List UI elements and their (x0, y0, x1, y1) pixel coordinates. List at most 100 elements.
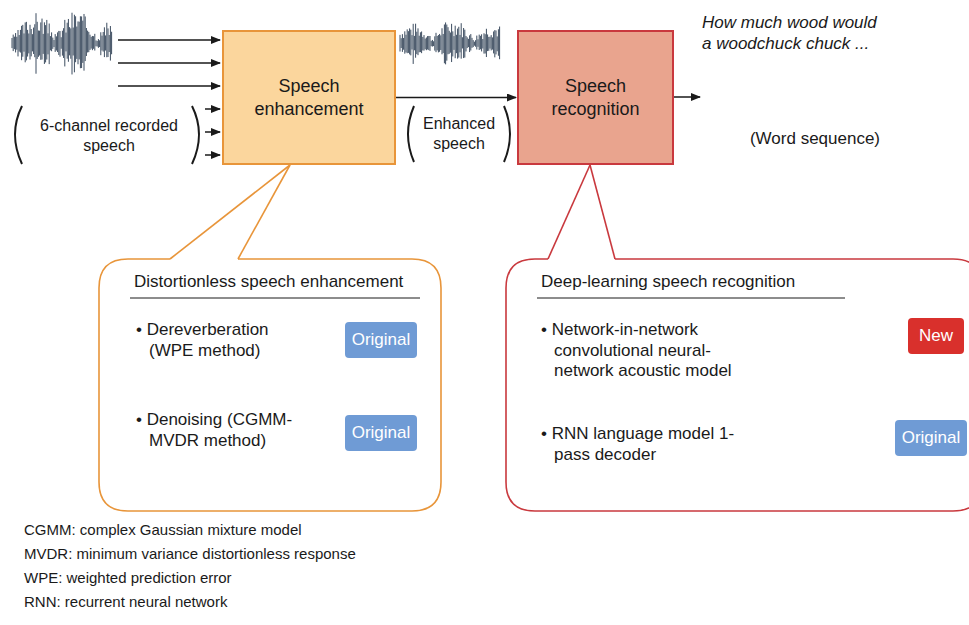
wave-stroke (20, 30, 21, 53)
wave-stroke (84, 14, 85, 71)
wave-stroke (438, 35, 439, 52)
callout-outline (98, 258, 442, 512)
wave-stroke (431, 41, 432, 46)
wave-stroke (43, 34, 44, 54)
wave-stroke (474, 42, 475, 46)
wave-stroke (51, 32, 52, 51)
wave-stroke (15, 33, 16, 52)
wave-stroke (461, 23, 462, 58)
wave-stroke (70, 28, 71, 58)
wave-stroke (496, 30, 497, 54)
bullet-item: • Network-in-network convolutional neura… (541, 320, 754, 382)
wave-stroke (48, 33, 49, 54)
wave-stroke (413, 24, 414, 64)
wave-stroke (87, 31, 88, 53)
wave-stroke (67, 23, 68, 59)
wave-stroke (62, 31, 63, 56)
wave-stroke (61, 37, 62, 49)
status-badge: New (908, 318, 964, 354)
abbreviation-note: RNN: recurrent neural network (24, 593, 584, 612)
wave-stroke (487, 34, 488, 51)
wave-stroke (16, 37, 17, 50)
wave-stroke (19, 35, 20, 52)
wave-stroke (96, 40, 97, 46)
badge-text: New (919, 326, 953, 346)
wave-stroke (449, 31, 450, 54)
wave-stroke (481, 34, 482, 51)
wave-stroke (54, 40, 55, 47)
status-badge: Original (895, 420, 967, 456)
wave-stroke (81, 16, 82, 68)
wave-stroke (103, 32, 104, 52)
wave-stroke (452, 31, 453, 56)
wave-stroke (467, 37, 468, 48)
wave-stroke (456, 35, 457, 53)
wave-stroke (407, 29, 408, 53)
wave-stroke (24, 33, 25, 51)
box-label: Speech enhancement (224, 75, 394, 120)
wave-stroke (488, 37, 489, 51)
wave-stroke (458, 27, 459, 58)
wave-stroke (42, 19, 43, 60)
wave-stroke (38, 30, 39, 56)
wave-stroke (409, 28, 410, 54)
wave-stroke (26, 22, 27, 60)
wave-stroke (469, 35, 470, 52)
wave-stroke (475, 40, 476, 47)
wave-stroke (44, 22, 45, 64)
wave-stroke (52, 38, 53, 49)
wave-stroke (55, 34, 56, 52)
wave-stroke (499, 27, 500, 60)
badge-text: Original (352, 330, 411, 350)
wave-stroke (450, 32, 451, 52)
wave-stroke (422, 37, 423, 51)
wave-stroke (433, 41, 434, 46)
wave-stroke (485, 34, 486, 53)
wave-stroke (491, 35, 492, 50)
wave-stroke (75, 16, 76, 62)
wave-stroke (22, 25, 23, 57)
wave-stroke (85, 16, 86, 61)
wave-stroke (436, 33, 437, 52)
wave-stroke (445, 22, 446, 64)
wave-stroke (427, 36, 428, 49)
wave-stroke (106, 23, 107, 58)
wave-stroke (97, 41, 98, 47)
wave-stroke (406, 35, 407, 53)
wave-stroke (400, 35, 401, 52)
wave-stroke (36, 13, 37, 74)
wave-stroke (486, 29, 487, 57)
wave-stroke (492, 37, 493, 49)
wave-stroke (39, 31, 40, 56)
panel-heading: Deep-learning speech recognition (541, 272, 851, 293)
callout-panel: Deep-learning speech recognition • Networ… (505, 258, 969, 512)
output-label: (Word sequence) (730, 128, 900, 149)
enhanced-waveform (400, 22, 500, 64)
wave-stroke (46, 20, 47, 60)
wave-stroke (472, 38, 473, 48)
wave-stroke (484, 33, 485, 53)
wave-stroke (79, 22, 80, 60)
wave-stroke (448, 27, 449, 54)
wave-stroke (58, 31, 59, 55)
wave-stroke (80, 16, 81, 68)
wave-stroke (64, 20, 65, 67)
bullet-item: • Dereverberation (WPE method) (136, 320, 299, 361)
heading-rule (130, 298, 420, 299)
wave-stroke (33, 28, 34, 54)
wave-stroke (34, 24, 35, 57)
wave-stroke (497, 36, 498, 51)
wave-stroke (480, 36, 481, 49)
wave-stroke (479, 35, 480, 50)
wave-stroke (40, 22, 41, 59)
wave-stroke (73, 28, 74, 56)
tail-line (238, 165, 290, 259)
wave-stroke (69, 27, 70, 55)
box-label: Speech recognition (519, 75, 672, 120)
heading-rule (537, 298, 845, 299)
callout-outline (505, 258, 969, 512)
wave-stroke (25, 22, 26, 62)
wave-stroke (66, 33, 67, 52)
abbreviation-note: CGMM: complex Gaussian mixture model (24, 521, 584, 540)
wave-stroke (109, 35, 110, 52)
